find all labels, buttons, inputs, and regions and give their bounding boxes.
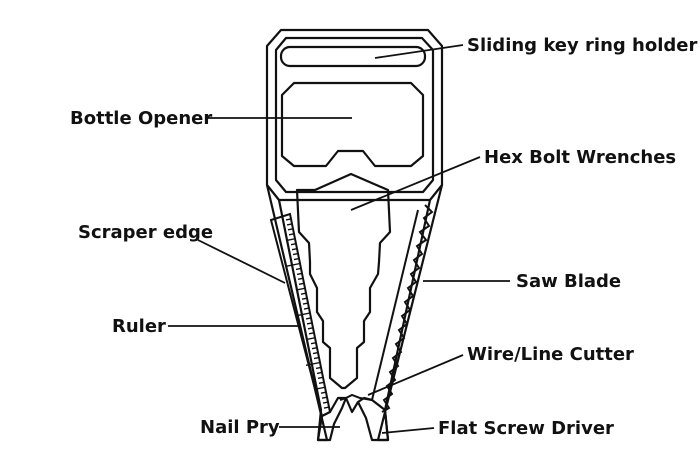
key-ring-slot — [279, 45, 427, 68]
label-ruler: Ruler — [112, 316, 166, 337]
ruler-tick — [308, 332, 315, 335]
leader-wire-cutter — [367, 354, 464, 396]
ruler-tick — [285, 238, 296, 242]
label-hex-wrenches: Hex Bolt Wrenches — [484, 147, 676, 168]
label-bottle-opener: Bottle Opener — [70, 108, 212, 129]
leader-hex-wrenches — [350, 156, 481, 211]
ruler-tick — [320, 391, 327, 394]
ruler-tick — [317, 376, 324, 380]
ruler-tick — [285, 262, 301, 267]
ruler-tick — [321, 396, 328, 399]
ruler-tick — [290, 243, 297, 246]
label-wire-cutter: Wire/Line Cutter — [467, 344, 634, 365]
ruler-tick — [307, 327, 314, 330]
ruler-tick — [303, 307, 310, 310]
ruler-tick — [301, 297, 308, 300]
ruler-tick — [288, 233, 295, 236]
nail-pry-tip — [316, 396, 348, 442]
ruler-tick — [312, 351, 319, 355]
ruler-tick — [292, 252, 299, 256]
leader-lines — [168, 44, 510, 434]
label-nail-pry: Nail Pry — [200, 417, 280, 438]
saw-blade-teeth — [381, 204, 434, 413]
ruler-tick — [295, 312, 311, 317]
tool-head-inner — [274, 36, 435, 194]
ruler-tick — [295, 267, 302, 271]
ruler-tick — [313, 356, 320, 360]
tip-split — [344, 397, 359, 414]
ruler-tick — [302, 302, 309, 305]
ruler-tick — [298, 282, 305, 285]
ruler-tick — [295, 287, 306, 291]
ruler-tick — [287, 228, 294, 231]
label-saw-blade: Saw Blade — [516, 271, 621, 292]
ruler-tick — [316, 371, 323, 375]
ruler-tick — [315, 366, 322, 370]
ruler-tick — [297, 277, 304, 281]
tool-tips — [316, 396, 390, 442]
ruler-tick — [305, 337, 316, 341]
ruler-tick — [300, 292, 307, 295]
ruler-tick — [305, 361, 321, 366]
ruler-tick — [310, 342, 317, 345]
ruler-tick — [322, 401, 329, 404]
ruler-tick — [291, 247, 298, 251]
ruler-tick — [311, 346, 318, 350]
ruler-tick — [296, 272, 303, 276]
ruler-ticks — [285, 218, 330, 409]
ruler-tick — [305, 317, 312, 320]
saw-blade-inner-edge — [371, 209, 419, 401]
ruler-tick — [323, 406, 330, 409]
ruler-tick — [318, 381, 325, 384]
screwdriver-tip — [356, 396, 390, 442]
label-scraper-edge: Scraper edge — [78, 222, 213, 243]
ruler-tick — [293, 257, 300, 261]
ruler-tick — [285, 218, 292, 221]
leader-key-ring — [374, 44, 464, 59]
ruler-tick — [306, 322, 313, 325]
ruler-tick — [286, 223, 293, 226]
leader-screw-driver — [381, 427, 435, 434]
bottle-opener-window — [280, 81, 425, 168]
right-leg-outer — [376, 183, 444, 442]
hex-wrench-cutout — [295, 172, 392, 390]
label-screw-driver: Flat Screw Driver — [438, 418, 614, 439]
leader-scraper-edge — [197, 239, 286, 284]
ruler-tick — [315, 386, 326, 390]
label-key-ring: Sliding key ring holder — [467, 35, 697, 56]
